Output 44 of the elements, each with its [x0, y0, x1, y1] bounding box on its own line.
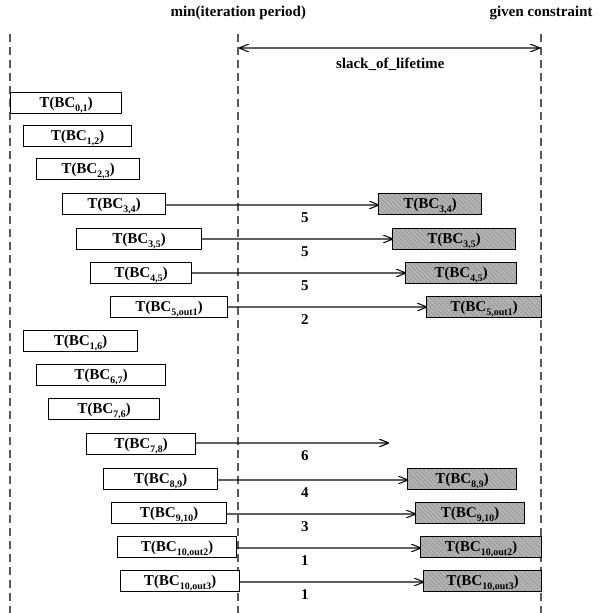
arrow [218, 475, 409, 485]
task-box: T(BC$_{7,8}$) [86, 433, 196, 455]
shifted-task-box: T(BC$_{3,5}$) [392, 228, 516, 250]
task-box: T(BC$_{7,6}$) [48, 398, 160, 420]
edge-label: 5 [301, 210, 308, 227]
edge-label: 5 [301, 244, 308, 261]
shifted-task-box: T(BC$_{4,5}$) [405, 262, 517, 284]
arrow [227, 509, 417, 519]
shifted-task-box: T(BC$_{10,out3}$) [423, 570, 542, 592]
task-box: T(BC$_{2,3}$) [36, 158, 140, 180]
column-heading: given constraint [490, 4, 592, 21]
task-box: T(BC$_{0,1}$) [10, 92, 122, 114]
edge-label: 2 [301, 312, 308, 329]
task-box: T(BC$_{1,2}$) [23, 125, 132, 147]
column-heading: min(iteration period) [170, 4, 306, 21]
task-box: T(BC$_{3,4}$) [62, 193, 166, 215]
arrow [237, 543, 422, 553]
edge-label: 4 [301, 485, 308, 502]
task-box: T(BC$_{6,7}$) [36, 364, 166, 386]
arrow [240, 577, 425, 587]
arrow [166, 200, 380, 210]
shifted-task-box: T(BC$_{3,4}$) [378, 193, 482, 215]
task-box: T(BC$_{8,9}$) [103, 468, 218, 490]
shifted-task-box: T(BC$_{9,10}$) [415, 502, 525, 524]
dimension-label: slack_of_lifetime [336, 56, 444, 73]
edge-label: 1 [301, 587, 308, 604]
edge-label: 5 [301, 278, 308, 295]
shifted-task-box: T(BC$_{5,out1}$) [426, 296, 542, 318]
task-box: T(BC$_{5,out1}$) [110, 296, 228, 318]
edge-label: 1 [301, 553, 308, 570]
task-box: T(BC$_{10,out2}$) [117, 536, 237, 558]
task-box: T(BC$_{3,5}$) [76, 228, 202, 250]
shifted-task-box: T(BC$_{10,out2}$) [420, 536, 542, 558]
task-box: T(BC$_{1,6}$) [23, 330, 138, 352]
edge-label: 3 [301, 519, 308, 536]
arrow [228, 302, 428, 312]
arrow [192, 268, 407, 278]
task-box: T(BC$_{4,5}$) [90, 262, 192, 284]
arrow [202, 234, 394, 244]
task-box: T(BC$_{9,10}$) [111, 502, 227, 524]
task-box: T(BC$_{10,out3}$) [120, 570, 240, 592]
shifted-task-box: T(BC$_{8,9}$) [407, 468, 517, 490]
edge-label: 6 [301, 448, 308, 465]
arrow [196, 438, 390, 448]
